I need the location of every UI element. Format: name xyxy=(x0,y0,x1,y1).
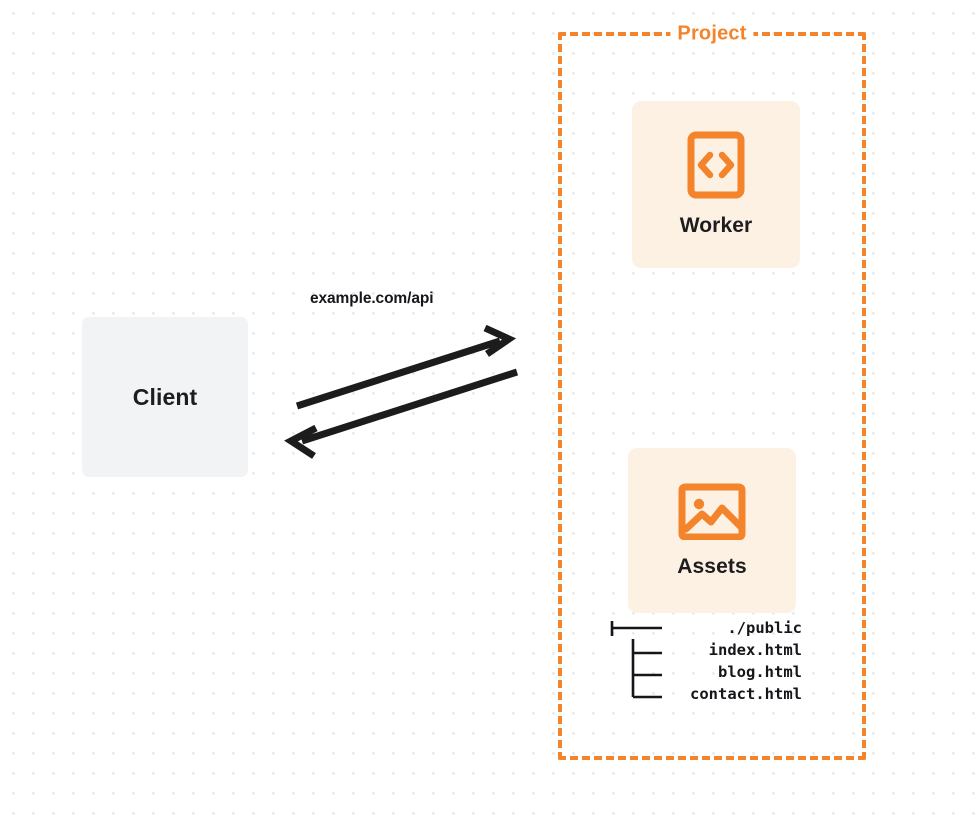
file-tree-row: index.html xyxy=(708,641,802,659)
file-tree-row: contact.html xyxy=(690,685,802,703)
assets-card[interactable]: Assets xyxy=(628,448,796,613)
project-title: Project xyxy=(670,22,754,46)
tree-connector-lines xyxy=(610,621,662,699)
file-tree: ./public index.html blog.html contact.ht… xyxy=(600,617,805,705)
file-tree-row: ./public xyxy=(727,619,802,637)
file-tree-row: blog.html xyxy=(718,663,802,681)
image-icon xyxy=(678,482,746,541)
client-node-label: Client xyxy=(132,383,198,410)
client-node[interactable]: Client xyxy=(82,317,248,477)
worker-card[interactable]: Worker xyxy=(632,101,800,268)
connector-label: example.com/api xyxy=(310,290,434,307)
assets-card-label: Assets xyxy=(677,555,747,578)
project-container: Project xyxy=(558,22,866,760)
response-arrow-icon xyxy=(284,368,519,459)
code-brackets-icon xyxy=(687,131,745,199)
request-arrow-icon xyxy=(295,324,517,410)
worker-card-label: Worker xyxy=(679,214,753,237)
